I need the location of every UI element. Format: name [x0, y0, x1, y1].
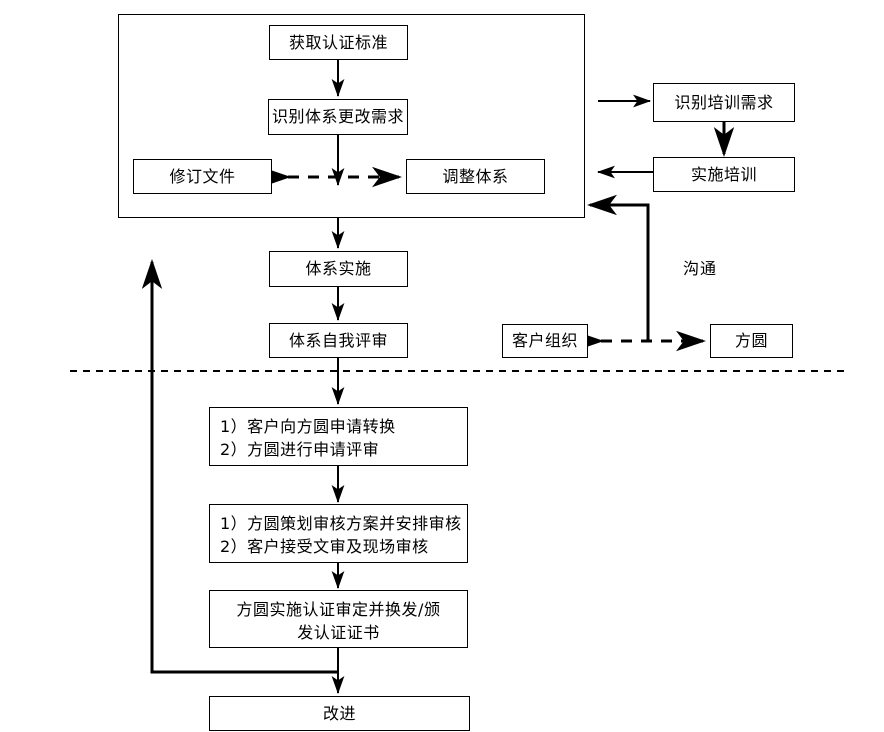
node-customer-organization[interactable]: 客户组织 [502, 324, 588, 358]
node-application-step-line1: 1）客户向方圆申请转换 [220, 417, 396, 436]
planning-cluster-container [118, 14, 585, 218]
node-certification-decision-line2: 发认证证书 [297, 623, 380, 643]
node-implement-training-label: 实施培训 [690, 164, 757, 184]
node-system-implementation-label: 体系实施 [305, 259, 372, 279]
node-certification-decision[interactable]: 方圆实施认证审定并换发/颁 发认证证书 [209, 590, 468, 648]
node-identify-training-needs[interactable]: 识别培训需求 [653, 83, 795, 122]
node-audit-step-line1: 1）方圆策划审核方案并安排审核 [220, 514, 462, 533]
node-system-implementation[interactable]: 体系实施 [269, 251, 408, 287]
node-obtain-standard[interactable]: 获取认证标准 [269, 25, 408, 60]
node-customer-organization-label: 客户组织 [511, 331, 578, 351]
node-identify-change[interactable]: 识别体系更改需求 [268, 99, 408, 135]
node-implement-training[interactable]: 实施培训 [653, 157, 795, 192]
node-revise-documents-label: 修订文件 [169, 166, 236, 186]
node-adjust-system[interactable]: 调整体系 [406, 159, 545, 194]
node-application-step-line2: 2）方圆进行申请评审 [220, 440, 380, 460]
node-audit-step-line2: 2）客户接受文审及现场审核 [220, 537, 429, 557]
node-system-self-review[interactable]: 体系自我评审 [269, 323, 408, 358]
node-improvement[interactable]: 改进 [209, 696, 470, 731]
node-fangyuan-label: 方圆 [734, 331, 768, 351]
node-revise-documents[interactable]: 修订文件 [133, 159, 272, 194]
node-application-step[interactable]: 1）客户向方圆申请转换 2）方圆进行申请评审 [209, 407, 468, 466]
node-fangyuan[interactable]: 方圆 [710, 324, 793, 358]
node-adjust-system-label: 调整体系 [442, 166, 509, 186]
edge-communication-rail [587, 194, 650, 341]
node-obtain-standard-label: 获取认证标准 [288, 32, 388, 52]
communication-label-text: 沟通 [683, 259, 718, 278]
node-improvement-label: 改进 [322, 703, 356, 723]
communication-label: 沟通 [683, 255, 717, 279]
node-system-self-review-label: 体系自我评审 [288, 330, 388, 350]
node-certification-decision-line1: 方圆实施认证审定并换发/颁 [236, 600, 441, 619]
node-identify-change-label: 识别体系更改需求 [271, 107, 404, 127]
node-audit-step[interactable]: 1）方圆策划审核方案并安排审核 2）客户接受文审及现场审核 [209, 504, 468, 563]
node-identify-training-needs-label: 识别培训需求 [674, 92, 774, 112]
